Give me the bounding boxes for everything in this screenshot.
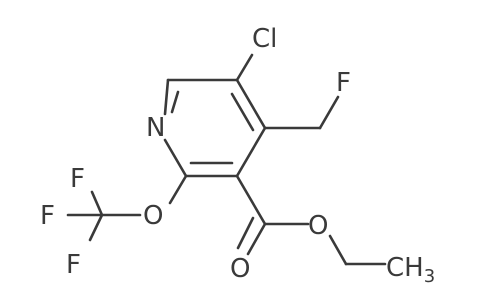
bond-c5-cl [235,53,254,82]
methyl-ch-text: CH [386,253,424,283]
bond-c5-c4 [235,78,267,130]
bond-c2-n [163,138,188,178]
nitrogen-label: N [146,113,165,143]
bond-cf3-f-bottom [88,213,104,242]
bond-n-c6 [163,78,170,116]
bond-n-c6-inner [170,90,180,114]
fluorine-1-label: F [70,164,85,194]
methyl-label: CH3 [386,253,435,287]
bond-cester-o-double-2 [236,216,255,250]
fluorine-3-label: F [66,250,81,280]
oxygen-carbonyl-label: O [230,254,250,284]
bond-cf3-f-top [90,190,104,217]
bond-c5-c4-inner [230,92,255,132]
fluorine-ch2f-label: F [336,68,351,98]
bond-c2-o [168,174,188,205]
chlorine-label: Cl [252,24,277,54]
bond-ch2-f [318,95,340,130]
bond-cester-o-double-1 [246,222,267,256]
pyridine-ring [163,78,267,178]
oxygen-ether-label: O [143,201,163,231]
oxygen-ester-label: O [308,211,328,241]
fluorine-2-label: F [40,201,55,231]
bond-c3-cester [235,174,267,226]
methyl-subscript: 3 [424,266,435,287]
bond-oester-ch2 [328,234,348,266]
bond-c4-c3 [235,126,267,178]
